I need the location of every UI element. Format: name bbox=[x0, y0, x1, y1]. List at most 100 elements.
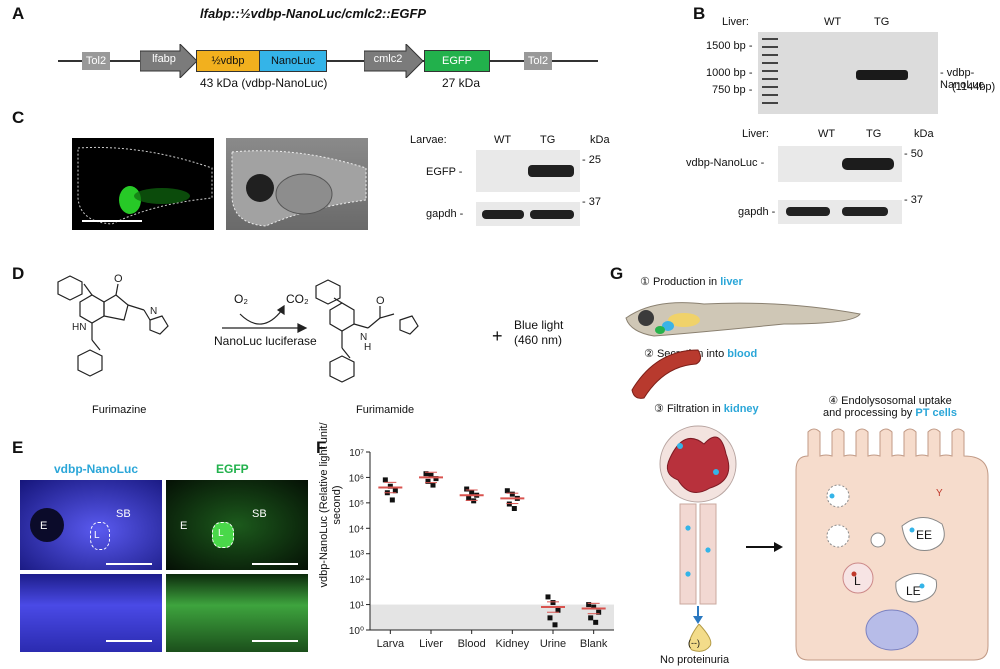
data-point bbox=[511, 505, 517, 511]
step3-label: ③ Filtration in kidney bbox=[654, 403, 759, 415]
wb-vdbp-blot bbox=[778, 146, 902, 182]
panel-label-g: G bbox=[610, 264, 624, 283]
wavelength-label: (460 nm) bbox=[514, 333, 563, 347]
scale-bar bbox=[82, 220, 142, 222]
y-tick-label: 10² bbox=[350, 575, 365, 586]
wb-vdbp-row-label: vdbp-NanoLuc - bbox=[686, 157, 765, 169]
wb-mw-50: - 50 bbox=[904, 148, 923, 160]
atom-o-product: O bbox=[376, 295, 385, 307]
egfp-trunk-image bbox=[166, 574, 308, 652]
panel-label-b: B bbox=[693, 4, 706, 23]
scale-bar-e4 bbox=[252, 640, 298, 642]
data-point bbox=[433, 476, 439, 482]
data-point bbox=[466, 495, 472, 501]
urine-droplet-icon bbox=[688, 624, 712, 652]
early-endosome-label: EE bbox=[916, 528, 933, 542]
data-point bbox=[596, 609, 602, 615]
wb-kda-label: kDa bbox=[914, 128, 934, 140]
plus-sign: + bbox=[492, 326, 503, 346]
proximal-tubule-cell-illustration bbox=[795, 428, 989, 661]
pcr-gel-image bbox=[758, 32, 938, 114]
wb-gapdh-row-label: gapdh - bbox=[738, 206, 776, 218]
vdbp-trunk-image bbox=[20, 574, 162, 652]
data-point bbox=[428, 472, 434, 478]
step4-label: ④ Endolysosomal uptake and processing by… bbox=[823, 395, 957, 419]
enzyme-label: NanoLuc luciferase bbox=[214, 334, 317, 348]
larvae-label: Larvae: bbox=[410, 134, 447, 146]
step1-label: ① Production in liver bbox=[640, 276, 743, 288]
cmlc2-promoter-arrow bbox=[364, 44, 424, 78]
data-point bbox=[552, 622, 558, 628]
background-noise-band bbox=[370, 604, 614, 630]
nanoluc-box: NanoLuc bbox=[259, 50, 327, 72]
y-tick-label: 10⁵ bbox=[349, 499, 364, 510]
atom-hn: HN bbox=[72, 322, 86, 333]
wb-gapdh-band-tg bbox=[842, 207, 888, 216]
lysosome-label: L bbox=[854, 574, 861, 588]
swim-bladder-label-egfp: SB bbox=[252, 508, 267, 520]
co2-label: CO₂ bbox=[286, 292, 309, 306]
mass-vdbp-nanoluc: 43 kDa (vdbp-NanoLuc) bbox=[200, 76, 328, 90]
heart-egfp bbox=[212, 522, 234, 548]
larvae-gapdh-band-tg bbox=[530, 210, 574, 219]
x-tick-label-liver: Liver bbox=[419, 638, 443, 650]
pcr-wt-label: WT bbox=[824, 16, 842, 28]
kidney-nephron-illustration bbox=[659, 425, 737, 624]
pcr-band-tg bbox=[856, 70, 908, 80]
wb-mw-37: - 37 bbox=[904, 194, 923, 206]
pcr-band-size: (1144bp) bbox=[952, 81, 996, 93]
tol2-box-right: Tol2 bbox=[524, 52, 552, 70]
liver-label-nanoluc: L bbox=[94, 530, 100, 541]
late-endosome-label: LE bbox=[906, 584, 921, 598]
blue-light-label: Blue light bbox=[514, 318, 564, 332]
furimazine-reaction-diagram: O HN N O N H bbox=[57, 273, 419, 383]
data-point bbox=[586, 602, 592, 608]
atom-h-product: H bbox=[364, 342, 371, 353]
wb-gapdh-band-wt bbox=[786, 207, 830, 216]
wb-wt-label: WT bbox=[818, 128, 836, 140]
atom-n-substrate: N bbox=[150, 306, 157, 317]
vdbp-head-image: E SB L bbox=[20, 480, 162, 570]
data-point bbox=[423, 471, 429, 477]
x-tick-label-blood: Blood bbox=[458, 638, 486, 650]
egfp-band-tg bbox=[528, 165, 574, 177]
scale-bar-e2 bbox=[252, 563, 298, 565]
wb-vdbp-band-tg bbox=[842, 158, 894, 170]
data-point bbox=[591, 604, 597, 610]
larvae-gapdh-row-label: gapdh - bbox=[426, 208, 464, 220]
data-point bbox=[504, 488, 510, 494]
furimazine-name: Furimazine bbox=[92, 404, 147, 416]
pcr-band-label: - vdbp-NanoLuc bbox=[940, 67, 985, 91]
panel-label-d: D bbox=[12, 264, 25, 283]
egfp-box: EGFP bbox=[424, 50, 490, 72]
y-tick-label: 10⁰ bbox=[349, 626, 364, 637]
x-tick-label-larva: Larva bbox=[377, 638, 405, 650]
lfabp-label: lfabp bbox=[152, 53, 176, 65]
no-proteinuria-label: No proteinuria bbox=[660, 654, 730, 666]
data-point bbox=[593, 619, 599, 625]
y-tick-label: 10³ bbox=[350, 550, 365, 561]
data-point bbox=[545, 594, 551, 600]
panel-label-c: C bbox=[12, 108, 25, 127]
wb-gapdh-blot bbox=[778, 200, 902, 224]
data-point bbox=[555, 607, 561, 613]
furimamide-name: Furimamide bbox=[356, 404, 415, 416]
data-point bbox=[430, 482, 436, 488]
data-point bbox=[509, 491, 515, 497]
data-point bbox=[464, 486, 470, 492]
eye-label-egfp: E bbox=[180, 520, 188, 532]
x-tick-label-blank: Blank bbox=[580, 638, 608, 650]
scale-bar-e3 bbox=[106, 640, 152, 642]
channel-vdbp-label: vdbp-NanoLuc bbox=[54, 462, 138, 476]
panel-label-e: E bbox=[12, 438, 24, 457]
y-tick-label: 10¹ bbox=[350, 601, 365, 612]
ladder-750: 750 bp - bbox=[712, 84, 753, 96]
zebrafish-larva-illustration bbox=[625, 302, 861, 337]
egfp-row-label: EGFP - bbox=[426, 166, 463, 178]
swim-bladder-label-nanoluc: SB bbox=[116, 508, 131, 520]
y-tick-label: 10⁷ bbox=[349, 448, 364, 459]
larva-brightfield-image bbox=[226, 138, 368, 230]
egfp-blot bbox=[476, 150, 580, 192]
o2-label: O₂ bbox=[234, 292, 248, 306]
